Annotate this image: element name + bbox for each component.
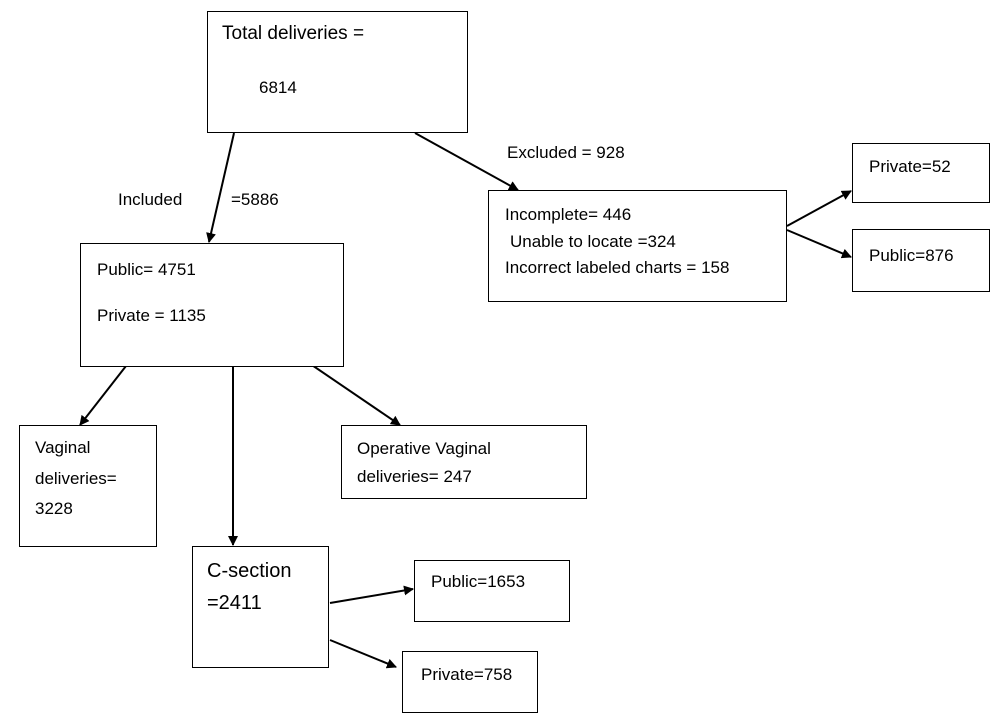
total-deliveries-box: Total deliveries = 6814 (207, 11, 468, 133)
excluded-unable-to-locate: Unable to locate =324 (510, 232, 676, 251)
operative-vaginal-box: Operative Vaginal deliveries= 247 (341, 425, 587, 499)
arrow-csection-to-private (329, 639, 397, 669)
included-private-value: Private = 1135 (97, 306, 206, 325)
included-sector-box: Public= 4751 Private = 1135 (80, 243, 344, 367)
total-deliveries-title: Total deliveries = (222, 23, 365, 44)
arrow-total-to-included (206, 132, 235, 243)
excluded-reasons-box: Incomplete= 446 Unable to locate =324 In… (488, 190, 787, 302)
csection-box: C-section =2411 (192, 546, 329, 668)
included-value: =5886 (231, 190, 279, 209)
arrow-excluded-to-public (786, 229, 852, 259)
csection-line1: C-section (207, 560, 292, 582)
csection-private-value: Private=758 (421, 665, 513, 684)
excluded-incorrect-labeled: Incorrect labeled charts = 158 (505, 258, 730, 277)
csection-public-value: Public=1653 (431, 572, 526, 591)
excluded-incomplete: Incomplete= 446 (505, 205, 632, 224)
arrow-excluded-to-private (786, 190, 852, 227)
arrow-included-to-vaginal (79, 365, 127, 426)
vaginal-line3: 3228 (35, 499, 73, 518)
included-label: Included (118, 190, 183, 209)
excluded-public-box: Public=876 (852, 229, 990, 292)
included-public-value: Public= 4751 (97, 260, 196, 279)
csection-private-box: Private=758 (402, 651, 538, 713)
operative-line2: deliveries= 247 (357, 467, 472, 486)
excluded-private-box: Private=52 (852, 143, 990, 203)
vaginal-line1: Vaginal (35, 438, 91, 457)
total-deliveries-value: 6814 (259, 78, 297, 97)
arrow-included-to-operative (305, 360, 401, 426)
excluded-private-value: Private=52 (869, 157, 951, 176)
vaginal-deliveries-box: Vaginal deliveries= 3228 (19, 425, 157, 547)
arrow-total-to-excluded (414, 132, 519, 191)
excluded-public-value: Public=876 (869, 246, 954, 265)
operative-line1: Operative Vaginal (357, 439, 491, 458)
vaginal-line2: deliveries= (35, 469, 117, 488)
arrow-csection-to-public (329, 585, 414, 604)
excluded-label: Excluded = 928 (507, 143, 625, 162)
csection-line2: =2411 (207, 592, 262, 614)
csection-public-box: Public=1653 (414, 560, 570, 622)
